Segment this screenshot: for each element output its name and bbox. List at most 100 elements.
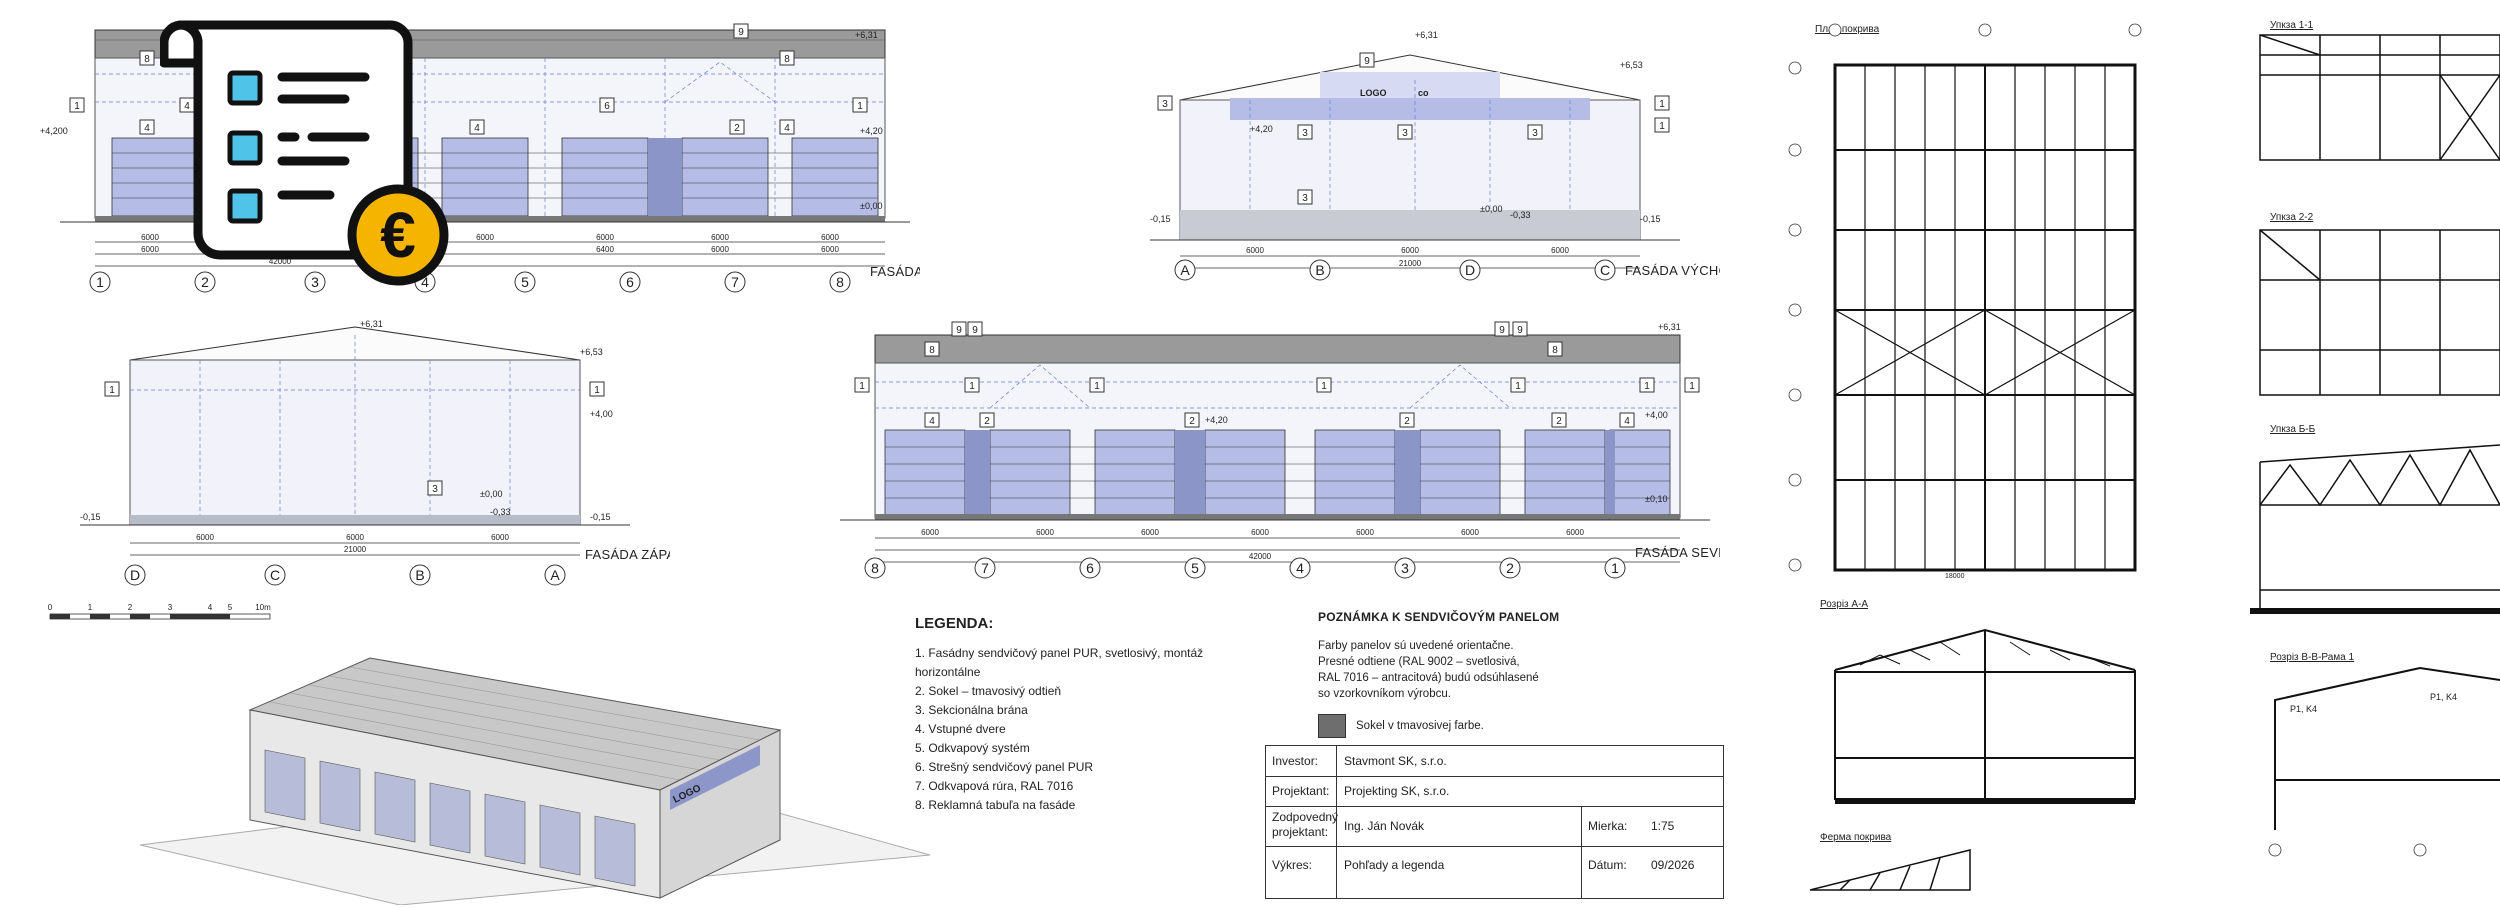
svg-text:co: co: [1418, 88, 1429, 98]
svg-text:+4,20: +4,20: [1205, 415, 1228, 425]
svg-text:21000: 21000: [344, 545, 367, 554]
note-line: Farby panelov sú uvedené orientačne.: [1318, 640, 1514, 652]
view-11-title: Упкзa 1-1: [2270, 20, 2314, 31]
date-value: 09/2026: [1651, 858, 1695, 872]
svg-text:5: 5: [1191, 560, 1199, 576]
svg-text:6000: 6000: [476, 233, 494, 242]
svg-text:9: 9: [1517, 325, 1523, 336]
svg-text:1: 1: [88, 603, 93, 612]
svg-text:B: B: [415, 567, 424, 583]
svg-text:6: 6: [1086, 560, 1094, 576]
svg-text:6000: 6000: [491, 533, 509, 542]
svg-text:6000: 6000: [1251, 528, 1269, 537]
svg-text:0: 0: [48, 603, 53, 612]
dark-gray-swatch: [1318, 714, 1346, 738]
svg-text:1: 1: [1659, 121, 1665, 132]
svg-text:1: 1: [96, 274, 104, 290]
svg-text:3: 3: [1302, 193, 1308, 204]
svg-text:+6,31: +6,31: [855, 30, 878, 40]
svg-text:6: 6: [604, 101, 610, 112]
svg-text:4: 4: [1296, 560, 1304, 576]
svg-text:7: 7: [731, 274, 739, 290]
svg-text:1: 1: [859, 381, 865, 392]
svg-text:P1, K4: P1, K4: [2290, 704, 2317, 714]
view-22-title: Упкзa 2-2: [2270, 212, 2314, 223]
svg-text:8: 8: [784, 54, 790, 65]
legend-item: 8. Reklamná tabuľa na fasáde: [915, 798, 1076, 812]
svg-text:10m: 10m: [255, 603, 271, 612]
west-elevation-title: FASÁDA ZÁPAD: [585, 547, 670, 562]
svg-text:±0,00: ±0,00: [1480, 204, 1502, 214]
designer-label: Projektant:: [1272, 784, 1330, 798]
svg-text:1: 1: [1644, 381, 1650, 392]
svg-text:+6,31: +6,31: [1415, 30, 1438, 40]
svg-text:3: 3: [432, 484, 438, 495]
svg-text:A: A: [1180, 262, 1190, 278]
svg-text:1: 1: [74, 101, 80, 112]
svg-text:21000: 21000: [1399, 259, 1422, 268]
svg-text:9: 9: [956, 325, 962, 336]
responsible-value: Ing. Ján Novák: [1344, 819, 1425, 833]
svg-text:3: 3: [1402, 128, 1408, 139]
svg-text:+4,20: +4,20: [1250, 124, 1273, 134]
responsible-label: Zodpovedný: [1272, 810, 1339, 824]
svg-text:4: 4: [474, 123, 480, 134]
truss-title: Ферма покрива: [1820, 832, 1892, 843]
note-line: so vzorkovníkom výrobcu.: [1318, 688, 1451, 700]
swatch-label: Sokel v tmavosivej farbe.: [1356, 720, 1484, 732]
svg-text:A: A: [550, 567, 560, 583]
designer-value: Projekting SK, s.r.o.: [1344, 784, 1450, 798]
panel-note: POZNÁMKA K SENDVIČOVÝM PANELOM Farby pan…: [1318, 610, 1638, 738]
svg-text:2: 2: [984, 416, 990, 427]
euro-symbol: €: [380, 199, 416, 271]
east-sign-logo: LOGO: [1360, 88, 1387, 98]
svg-text:5: 5: [228, 603, 233, 612]
svg-text:1: 1: [969, 381, 975, 392]
legend-item: 7. Odkvapová rúra, RAL 7016: [915, 779, 1074, 793]
note-title: POZNÁMKA K SENDVIČOVÝM PANELOM: [1318, 610, 1560, 624]
svg-text:1: 1: [594, 385, 600, 396]
south-dim-top-1: 6000: [141, 233, 159, 242]
title-block: Investor: Stavmont SK, s.r.o. Projektant…: [1265, 745, 1724, 899]
legend-item: 6. Strešný sendvičový panel PUR: [915, 760, 1094, 774]
svg-text:+6,31: +6,31: [360, 319, 383, 329]
svg-text:D: D: [130, 567, 140, 583]
svg-text:42000: 42000: [269, 257, 292, 266]
svg-text:C: C: [1600, 262, 1610, 278]
structural-drawings: План покрива 18000 Розріз А-А Ферма покр…: [1788, 20, 2500, 891]
svg-text:5: 5: [521, 274, 529, 290]
svg-text:±0,00: ±0,00: [860, 201, 882, 211]
svg-text:8: 8: [929, 345, 935, 356]
svg-text:B: B: [1315, 262, 1324, 278]
legend-item: 2. Sokel – tmavosivý odtieň: [915, 684, 1062, 698]
svg-text:8: 8: [836, 274, 844, 290]
svg-text:+4,20: +4,20: [860, 126, 883, 136]
svg-text:9: 9: [1364, 56, 1370, 67]
svg-text:3: 3: [1302, 128, 1308, 139]
east-elevation-title: FASÁDA VÝCHOD: [1625, 263, 1720, 278]
scale-label: Mierka:: [1588, 819, 1628, 833]
svg-text:6000: 6000: [1551, 246, 1569, 255]
north-elevation-title: FASÁDA SEVER: [1635, 545, 1720, 560]
svg-text:7: 7: [981, 560, 989, 576]
isometric-view: LOGO: [140, 657, 930, 905]
svg-text:6000: 6000: [596, 233, 614, 242]
svg-text:3: 3: [1401, 560, 1409, 576]
svg-text:-0,15: -0,15: [1150, 214, 1171, 224]
svg-text:C: C: [270, 567, 280, 583]
svg-text:6000: 6000: [711, 245, 729, 254]
svg-text:+6,53: +6,53: [580, 347, 603, 357]
svg-text:6000: 6000: [1401, 246, 1419, 255]
svg-text:8: 8: [1552, 345, 1558, 356]
svg-text:4: 4: [208, 603, 213, 612]
svg-text:1: 1: [1611, 560, 1619, 576]
svg-text:8: 8: [144, 54, 150, 65]
note-line: Presné odtiene (RAL 9002 – svetlosivá,: [1318, 656, 1520, 668]
investor-label: Investor:: [1272, 754, 1319, 768]
svg-text:6400: 6400: [596, 245, 614, 254]
section-bb-frame-title: Розріз В-В-Рама 1: [2270, 652, 2355, 663]
svg-text:4: 4: [184, 101, 190, 112]
